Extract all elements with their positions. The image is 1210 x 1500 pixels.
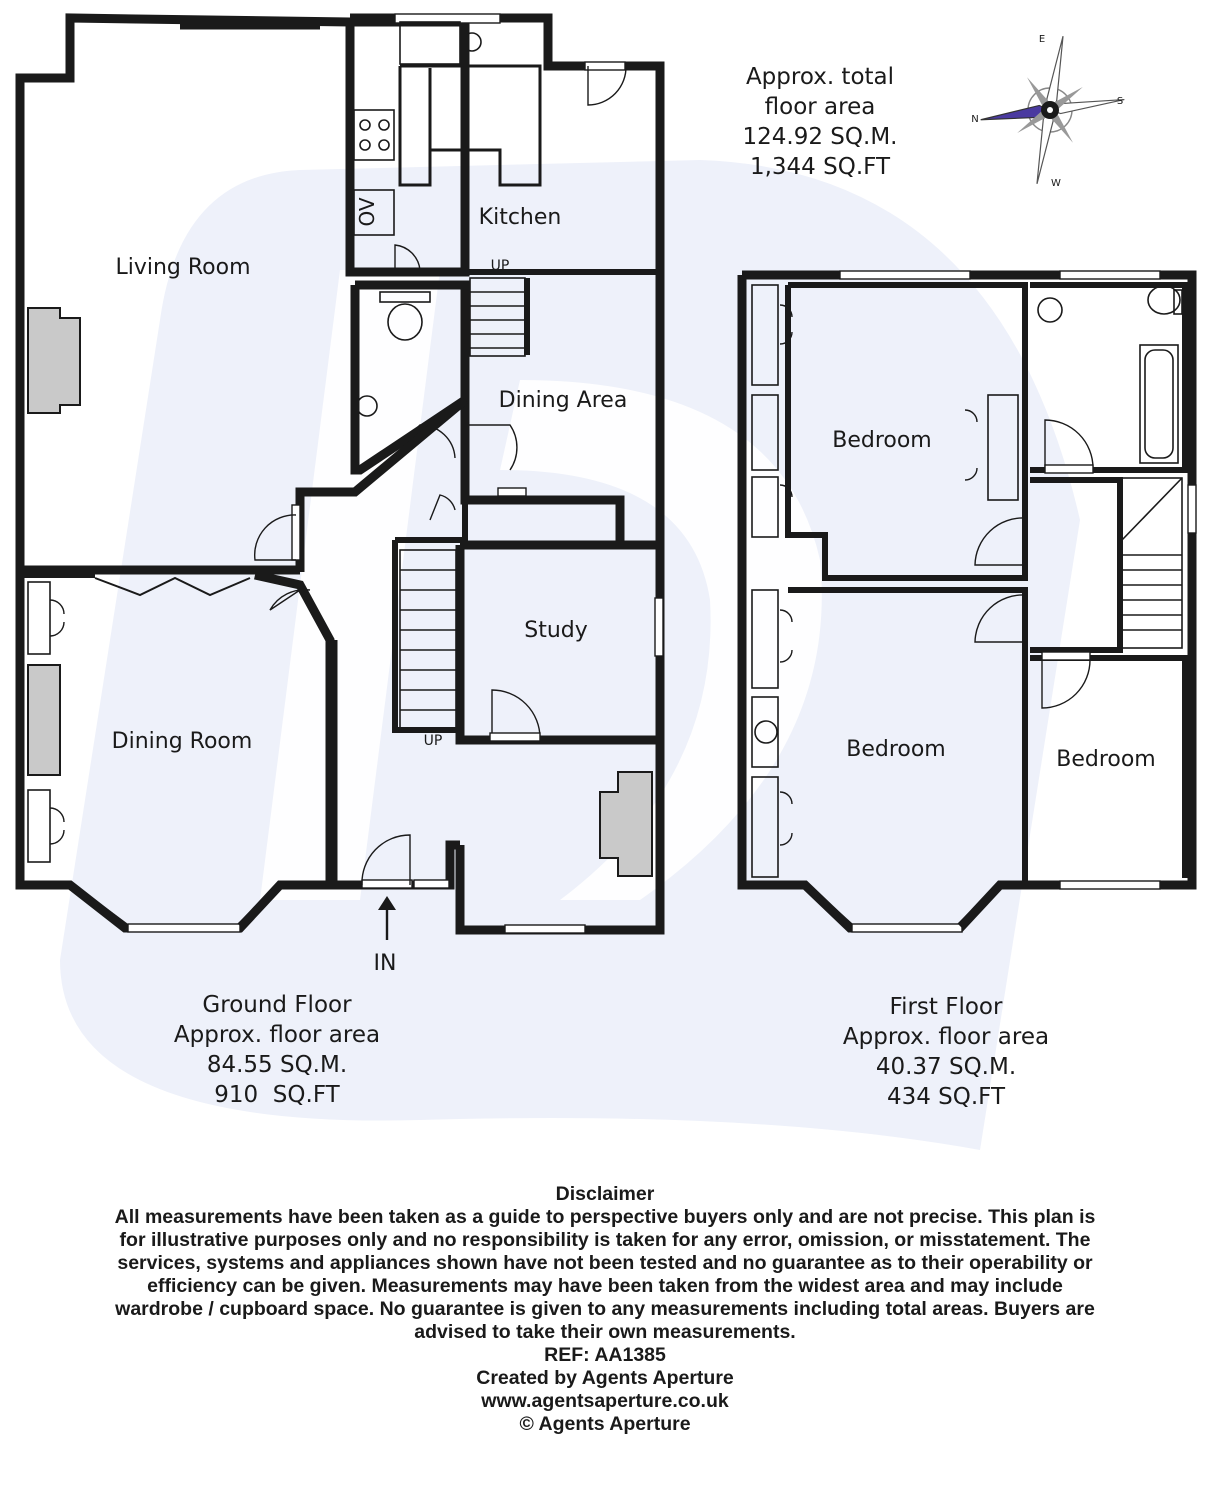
copyright: © Agents Aperture <box>519 1413 691 1435</box>
ground-floor-name: Ground Floor <box>202 992 352 1018</box>
living-room-label: Living Room <box>115 255 250 280</box>
disclaimer-line: efficiency can be given. Measurements ma… <box>147 1275 1063 1297</box>
compass-e: E <box>1039 34 1045 45</box>
kitchen-window <box>394 13 501 24</box>
disclaimer-block: Disclaimer All measurements have been ta… <box>30 1183 1180 1436</box>
compass-w: W <box>1051 178 1061 189</box>
hob <box>353 109 395 161</box>
compass-n: N <box>971 114 978 125</box>
total-area-title-1: Approx. total <box>745 64 895 90</box>
ground-floor-sqft: 910 SQ.FT <box>214 1082 340 1108</box>
up-label-kitchen: UP <box>491 258 510 274</box>
dining-area-label: Dining Area <box>499 388 628 413</box>
bedroom-1-label: Bedroom <box>832 428 932 453</box>
fireplace-dining <box>27 664 61 776</box>
kitchen-door-frame <box>584 61 626 71</box>
first-floor-stairs <box>1121 477 1183 649</box>
disclaimer-line: wardrobe / cupboard space. No guarantee … <box>115 1298 1095 1320</box>
first-floor-sqft: 434 SQ.FT <box>886 1084 1006 1110</box>
total-area-sqm: 124.92 SQ.M. <box>742 124 898 150</box>
ground-floor-sub: Approx. floor area <box>173 1022 381 1048</box>
total-area-title-2: floor area <box>764 94 876 120</box>
compass-s: S <box>1117 96 1123 107</box>
study-label: Study <box>524 618 588 643</box>
entrance-label: IN <box>374 951 397 976</box>
first-floor-name: First Floor <box>889 994 1003 1020</box>
oven-unit <box>353 189 395 236</box>
ground-floor-caption: Ground Floor Approx. floor area 84.55 SQ… <box>137 990 417 1110</box>
fireplace-living <box>27 307 81 414</box>
first-floor-sub: Approx. floor area <box>842 1024 1050 1050</box>
disclaimer-line: All measurements have been taken as a gu… <box>114 1206 1096 1228</box>
first-floor-sqm: 40.37 SQ.M. <box>875 1054 1017 1080</box>
up-label-hall: UP <box>424 733 443 749</box>
disclaimer-line: advised to take their own measurements. <box>414 1321 796 1343</box>
disclaimer-line: services, systems and appliances shown h… <box>117 1252 1093 1274</box>
floor-plan-drawing: OV <box>15 13 1197 1150</box>
created-by: Created by Agents Aperture <box>476 1367 734 1389</box>
living-room-walls <box>15 13 351 575</box>
first-floor-caption: First Floor Approx. floor area 40.37 SQ.… <box>806 992 1086 1112</box>
dining-room-label: Dining Room <box>112 729 253 754</box>
reference: REF: AA1385 <box>544 1344 666 1366</box>
compass-rose: N E S W <box>971 34 1125 189</box>
disclaimer-heading: Disclaimer <box>555 1183 655 1205</box>
bedroom-3-label: Bedroom <box>1056 747 1156 772</box>
ground-stairs-hall <box>399 549 457 731</box>
wc-walls <box>350 280 470 475</box>
ground-floor-sqm: 84.55 SQ.M. <box>206 1052 348 1078</box>
ground-floor-plan: OV <box>15 13 665 940</box>
total-area-block: Approx. total floor area 124.92 SQ.M. 1,… <box>705 62 935 182</box>
kitchen-back-door <box>587 65 627 106</box>
total-area-sqft: 1,344 SQ.FT <box>749 154 891 180</box>
oven-label: OV <box>355 197 379 226</box>
website: www.agentsaperture.co.uk <box>481 1390 729 1412</box>
first-floor-plan <box>737 270 1197 933</box>
kitchen-label: Kitchen <box>479 205 562 230</box>
disclaimer-line: for illustrative purposes only and no re… <box>119 1229 1091 1251</box>
bedroom-2-label: Bedroom <box>846 737 946 762</box>
